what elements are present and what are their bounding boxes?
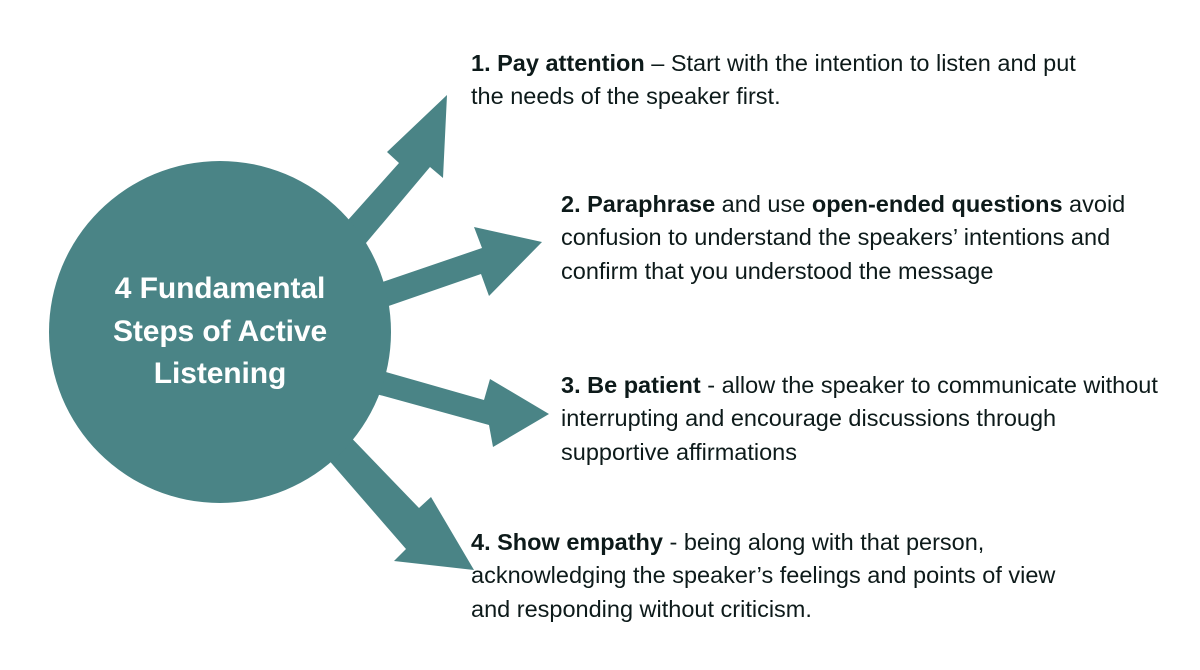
arrow-down-right-shallow-icon — [369, 368, 549, 447]
step-1-body: – Start with the intention to listen and… — [471, 50, 1076, 110]
hub-title: 4 Fundamental Steps of Active Listening — [112, 272, 328, 391]
arrow-up-right-steep-icon — [323, 95, 447, 262]
step-3-body: - allow the speaker to communicate witho… — [561, 372, 1158, 465]
step-item-3: 3. Be patient - allow the speaker to com… — [561, 369, 1161, 469]
arrow-up-right-shallow-icon — [368, 227, 542, 311]
step-2-lead: 2. Paraphrase — [561, 191, 716, 217]
step-4-lead: 4. Show empathy — [471, 529, 663, 555]
arrow-down-right-steep-icon — [320, 425, 474, 570]
step-4-body: - being along with that person, acknowle… — [471, 529, 1056, 622]
step-1-lead: 1. Pay attention — [471, 50, 645, 76]
step-2-mid: and use — [715, 191, 812, 217]
central-hub: 4 Fundamental Steps of Active Listening — [49, 161, 391, 503]
step-2-body: avoid confusion to understand the speake… — [561, 191, 1126, 284]
step-item-1: 1. Pay attention – Start with the intent… — [471, 47, 1096, 114]
step-3-lead: 3. Be patient — [561, 372, 701, 398]
step-item-2: 2. Paraphrase and use open-ended questio… — [561, 188, 1141, 288]
step-2-lead-secondary: open-ended questions — [811, 191, 1063, 217]
step-item-4: 4. Show empathy - being along with that … — [471, 526, 1096, 626]
